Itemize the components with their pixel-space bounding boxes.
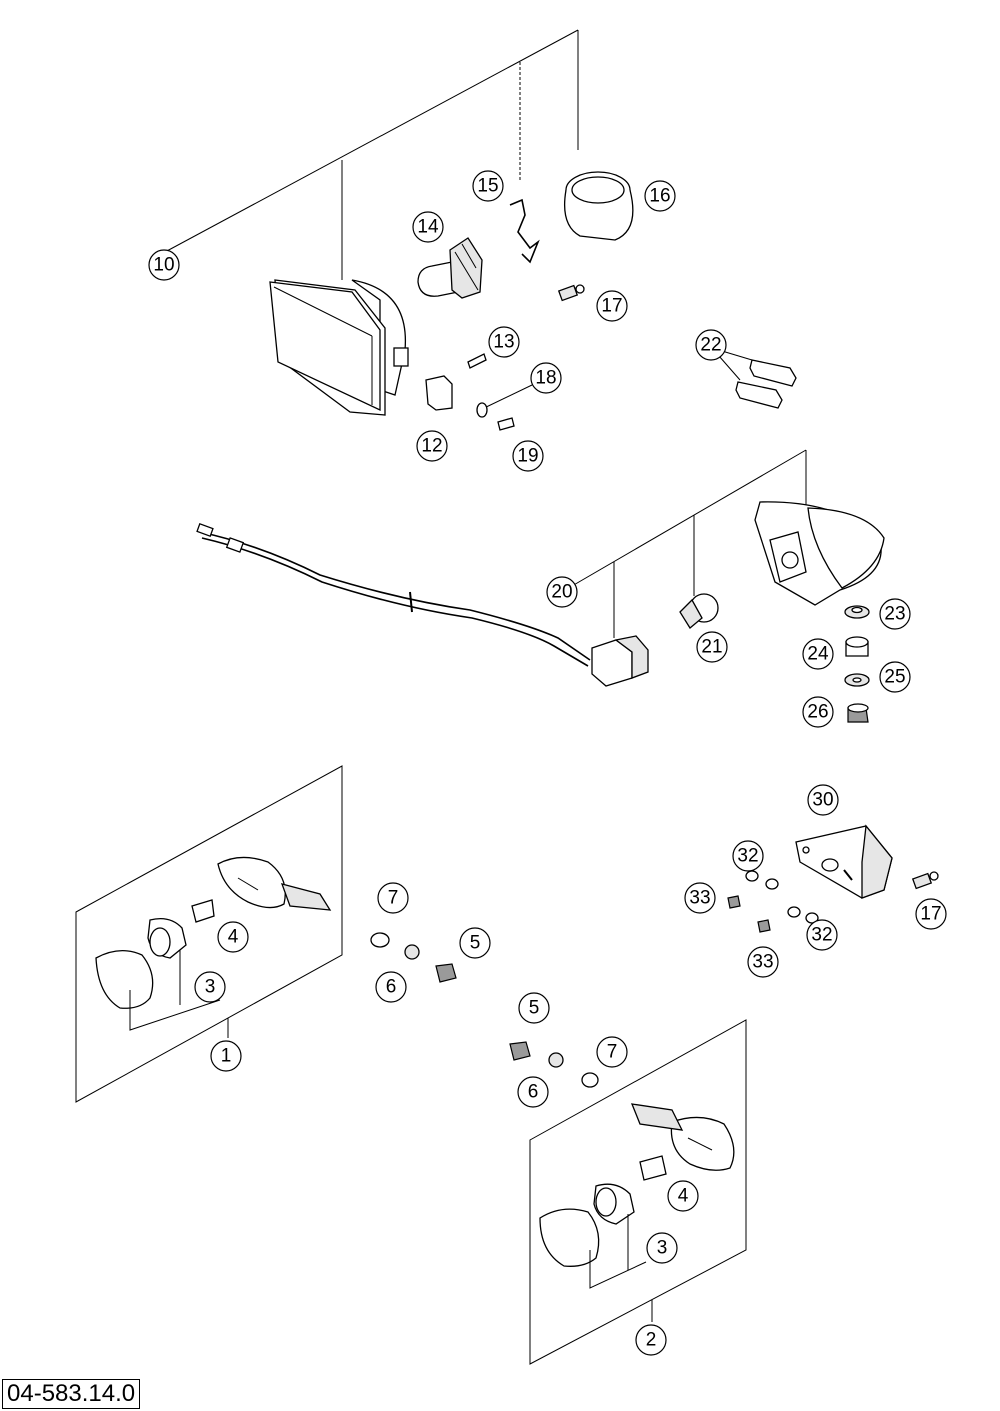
callout-16: 16 [644,180,676,212]
callout-6-left: 6 [375,971,407,1003]
left-indicator-panel [75,765,343,1103]
cable [196,523,591,667]
svg-text:16: 16 [649,186,670,207]
svg-text:7: 7 [607,1042,618,1063]
svg-text:4: 4 [228,927,239,948]
callout-17-plate: 17 [915,898,947,930]
callout-3-right: 3 [646,1232,678,1264]
callout-26: 26 [802,696,834,728]
svg-text:18: 18 [535,368,556,389]
svg-text:14: 14 [417,217,439,238]
callout-2: 2 [635,1324,667,1356]
callout-5-right: 5 [518,992,550,1024]
svg-text:21: 21 [701,637,722,658]
bracket-12 [425,375,453,411]
svg-text:10: 10 [153,255,174,276]
svg-text:4: 4 [678,1186,689,1207]
left-washers [370,932,457,983]
tail-bulb [679,593,719,629]
headlight-bulb [417,237,483,299]
svg-text:2: 2 [646,1330,657,1351]
washer-18 [476,402,488,418]
small-bulb-top [557,284,585,302]
svg-text:15: 15 [477,176,498,197]
svg-text:12: 12 [421,436,442,457]
svg-text:1: 1 [221,1046,232,1067]
callout-3-left: 3 [194,971,226,1003]
callout-4-left: 4 [217,921,249,953]
callout-10: 10 [148,249,180,281]
taillight-housing [754,501,885,606]
callout-12: 12 [416,430,448,462]
callout-1: 1 [210,1040,242,1072]
nut-stack [844,605,870,723]
svg-text:25: 25 [884,667,905,688]
callout-19: 19 [512,440,544,472]
right-indicator-panel [529,1019,747,1365]
svg-text:13: 13 [493,332,514,353]
svg-text:5: 5 [470,933,481,954]
callout-21: 21 [696,631,728,663]
svg-text:3: 3 [657,1238,668,1259]
callout-22: 22 [695,329,727,361]
callout-25: 25 [879,661,911,693]
headlight-housing [269,279,409,416]
svg-text:33: 33 [752,952,773,973]
callout-14: 14 [412,211,444,243]
small-bulb-plate [911,871,939,890]
spring-clip [509,198,540,264]
callout-32-upper: 32 [732,840,764,872]
callout-5-left: 5 [459,927,491,959]
svg-text:5: 5 [529,998,540,1019]
svg-text:24: 24 [807,644,829,665]
svg-text:17: 17 [920,904,941,925]
plate-light [795,824,893,899]
callout-15: 15 [472,170,504,202]
svg-text:26: 26 [807,702,828,723]
socket-connector [591,635,649,687]
callout-7-right: 7 [596,1036,628,1068]
svg-text:6: 6 [386,977,397,998]
callout-33-lower: 33 [747,946,779,978]
svg-text:22: 22 [700,335,721,356]
rubber-pads [735,359,797,409]
callout-6-right: 6 [517,1076,549,1108]
svg-text:7: 7 [388,888,399,909]
svg-text:33: 33 [689,888,710,909]
right-washers [509,1041,599,1088]
callout-23: 23 [879,598,911,630]
svg-text:32: 32 [737,846,758,867]
callout-33-left: 33 [684,882,716,914]
svg-text:20: 20 [551,582,572,603]
callout-30: 30 [807,784,839,816]
left-indicator-parts [95,856,332,1031]
svg-text:30: 30 [812,790,833,811]
headlight-leader-lines [164,29,753,411]
screw-19 [497,417,515,431]
small-screw-13 [467,353,487,369]
svg-text:23: 23 [884,604,905,625]
svg-text:32: 32 [811,925,832,946]
callout-13: 13 [488,326,520,358]
callout-32-lower: 32 [806,919,838,951]
diagram-code: 04-583.14.0 [2,1379,141,1409]
plate-light-hardware [727,870,819,933]
callout-17-top: 17 [596,290,628,322]
svg-text:3: 3 [205,977,216,998]
svg-text:6: 6 [528,1082,539,1103]
callout-24: 24 [802,638,834,670]
callout-7-left: 7 [377,882,409,914]
callout-18: 18 [530,362,562,394]
svg-text:17: 17 [601,296,622,317]
rubber-ring [563,171,634,241]
callout-4-right: 4 [667,1180,699,1212]
svg-text:19: 19 [517,446,538,467]
callout-20: 20 [546,576,578,608]
right-indicator-parts [539,1103,735,1289]
